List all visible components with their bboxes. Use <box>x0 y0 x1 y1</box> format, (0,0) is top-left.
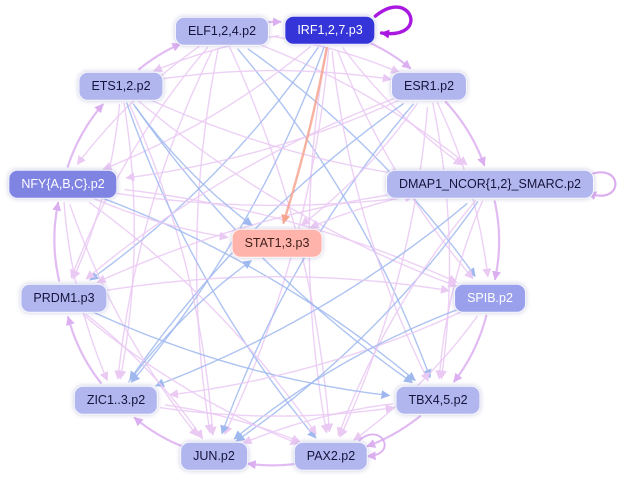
graph-edge-esr-prdm <box>85 97 396 280</box>
graph-edge-ets-elf <box>138 42 182 71</box>
graph-node-nfy[interactable]: NFY{A,B,C}.p2 <box>8 169 118 199</box>
graph-edge-prdm-jun <box>85 313 203 440</box>
graph-edge-ets-stat <box>132 103 253 226</box>
self-loop-edge-pax <box>358 433 386 461</box>
graph-edge-esr-jun <box>220 103 414 435</box>
graph-edge-dmap-zic <box>154 203 468 387</box>
graph-edge-dmap-spib <box>492 200 501 281</box>
graph-edge-spib-tbx <box>453 314 488 383</box>
graph-edge-spib-jun <box>233 309 457 440</box>
graph-edge-dmap-stat <box>309 194 415 229</box>
graph-edge-elf-jun <box>195 47 219 434</box>
graph-node-irf[interactable]: IRF1,2,7.p3 <box>284 15 376 45</box>
graph-node-spib[interactable]: SPIB.p2 <box>454 283 526 313</box>
graph-node-dmap[interactable]: DMAP1_NCOR{1,2}_SMARC.p2 <box>385 169 595 199</box>
graph-edge-irf-tbx <box>331 51 429 382</box>
graph-edge-zic-tbx <box>160 404 395 417</box>
graph-edge-zic-prdm <box>66 316 102 384</box>
graph-node-pax[interactable]: PAX2.p2 <box>293 441 369 471</box>
graph-edge-nfy-stat <box>93 197 229 241</box>
graph-edge-pax-jun <box>246 460 298 470</box>
graph-node-tbx[interactable]: TBX4,5.p2 <box>395 385 481 415</box>
graph-node-elf[interactable]: ELF1,2,4.p2 <box>174 16 270 46</box>
graph-edge-tbx-pax <box>366 415 422 448</box>
graph-edge-prdm-tbx <box>92 311 391 400</box>
self-loop-edge-irf <box>373 5 413 39</box>
graph-node-prdm[interactable]: PRDM1.p3 <box>20 283 108 313</box>
graph-edge-ets-esr <box>163 69 392 83</box>
graph-edge-esr-pax <box>339 106 429 438</box>
graph-edge-spib-pax <box>353 315 478 441</box>
graph-edge-elf-prdm <box>70 46 209 279</box>
graph-edge-dmap-pax <box>337 200 477 437</box>
graph-edge-nfy-ets <box>66 103 104 168</box>
graph-edge-tbx-jun <box>242 403 394 444</box>
graph-edge-zic-stat <box>128 260 253 383</box>
graph-node-jun[interactable]: JUN.p2 <box>180 441 248 471</box>
graph-edge-elf-dmap <box>258 43 468 166</box>
graph-edge-irf-dmap <box>342 47 463 166</box>
graph-node-zic[interactable]: ZIC1..3.p2 <box>73 385 159 415</box>
graph-edge-ets-jun <box>129 104 217 436</box>
graph-edge-jun-zic <box>133 416 185 448</box>
graph-edge-spib-zic <box>169 311 462 399</box>
graph-edge-prdm-spib <box>104 276 450 294</box>
graph-edge-esr-stat <box>300 103 418 226</box>
graph-edge-irf-nfy <box>102 46 311 171</box>
graph-edge-nfy-dmap <box>115 192 415 206</box>
self-loop-edge-dmap <box>587 171 617 200</box>
graph-edge-ets-dmap <box>149 99 401 178</box>
graph-edge-esr-nfy <box>125 99 401 182</box>
graph-edge-elf-spib <box>247 48 476 278</box>
graph-edge-esr-dmap <box>444 100 486 167</box>
graph-edge-dmap-prdm <box>96 192 405 283</box>
graph-edge-elf-tbx <box>237 48 432 379</box>
graph-edge-nfy-pax <box>88 201 317 435</box>
graph-edge-prdm-nfy <box>52 201 62 282</box>
graph-edge-irf-stat <box>281 46 328 224</box>
graph-node-ets[interactable]: ETS1,2.p2 <box>78 71 164 101</box>
graph-edge-nfy-spib <box>124 188 458 283</box>
graph-edge-zic-pax <box>165 404 301 444</box>
graph-node-stat[interactable]: STAT1,3.p3 <box>231 228 323 258</box>
graph-node-esr[interactable]: ESR1.p2 <box>390 71 468 101</box>
graph-edge-elf-nfy <box>76 45 200 165</box>
graph-edge-elf-zic <box>114 49 213 380</box>
graph-edge-dmap-tbx <box>435 200 484 380</box>
graph-edge-ets-spib <box>138 100 458 288</box>
graph-edge-irf-esr <box>367 41 412 70</box>
graph-edge-dmap-jun <box>235 201 479 442</box>
